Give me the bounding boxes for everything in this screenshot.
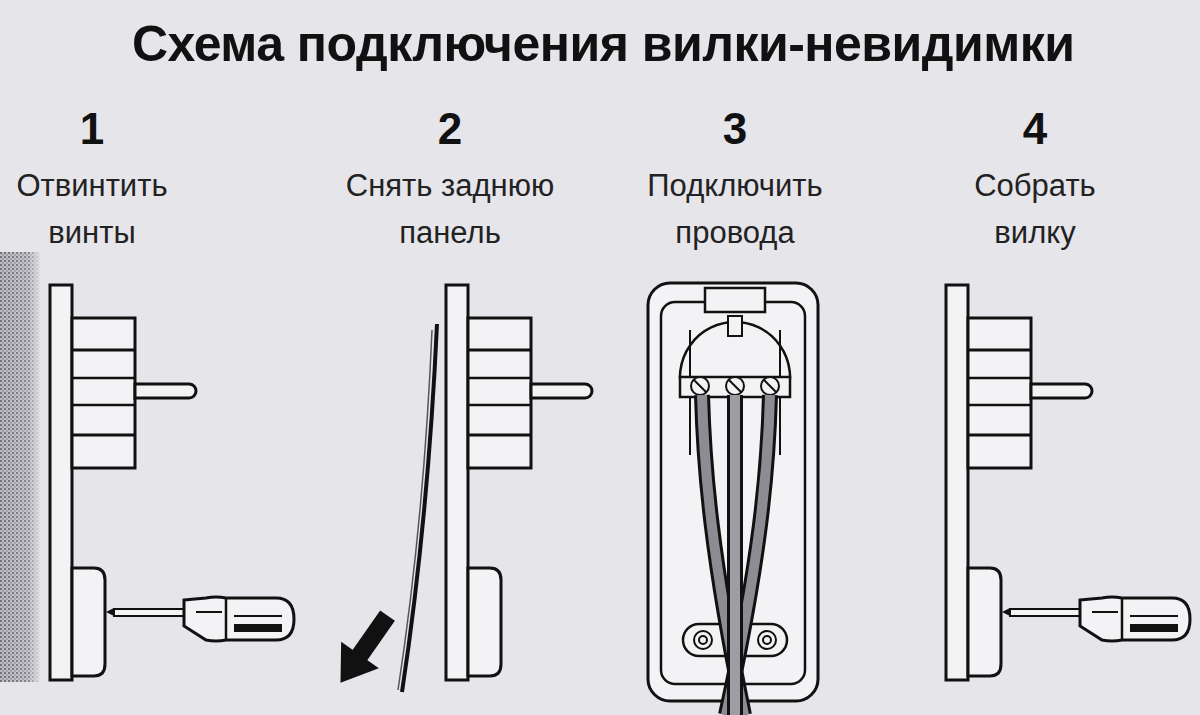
step1-figure (50, 285, 294, 680)
figure-use (446, 285, 592, 680)
figure-path (702, 395, 744, 715)
step-caption: Отвинтить винты (5, 162, 180, 256)
figure-use (50, 285, 196, 680)
figure-circle (694, 631, 712, 649)
step-caption: Подключить провода (620, 162, 850, 256)
figure-part (702, 395, 770, 715)
figure-rect (0, 252, 40, 682)
figure-circle (758, 631, 776, 649)
figure-circle (763, 636, 771, 644)
figure-line (729, 380, 741, 392)
figure-path (322, 642, 379, 696)
texture-band (0, 252, 40, 682)
figure-rect (680, 377, 790, 397)
figure-circle (691, 377, 709, 395)
figure-use (946, 285, 1092, 680)
step-number: 2 (410, 104, 490, 154)
figure-rect (728, 316, 742, 336)
figure-circle (761, 377, 779, 395)
step4-figure (946, 285, 1190, 680)
step-number: 3 (695, 104, 775, 154)
figure-part (322, 602, 407, 696)
figure-circle (699, 636, 707, 644)
figure-path (726, 395, 770, 715)
step3-figure (648, 283, 818, 715)
diagram-title: Схема подключения вилки-невидимки (132, 14, 1075, 74)
figure-path (726, 395, 770, 715)
figure-path (702, 395, 744, 715)
figure-line (694, 380, 706, 392)
figure-part (694, 380, 776, 392)
step-number: 1 (52, 104, 132, 154)
figure-line (764, 380, 776, 392)
step-caption: Собрать вилку (950, 162, 1120, 256)
step-number: 4 (995, 104, 1075, 154)
step-caption: Снять заднюю панель (330, 162, 570, 256)
figure-use (106, 597, 294, 641)
figure-circle (726, 377, 744, 395)
figure-part (691, 377, 779, 395)
figure-rect (0, 252, 40, 682)
figure-rect (705, 288, 765, 312)
figure-use (1002, 597, 1190, 641)
step2-figure (322, 285, 592, 696)
figure-path (727, 395, 743, 715)
figure-path (730, 395, 740, 715)
figure-path (398, 330, 432, 690)
